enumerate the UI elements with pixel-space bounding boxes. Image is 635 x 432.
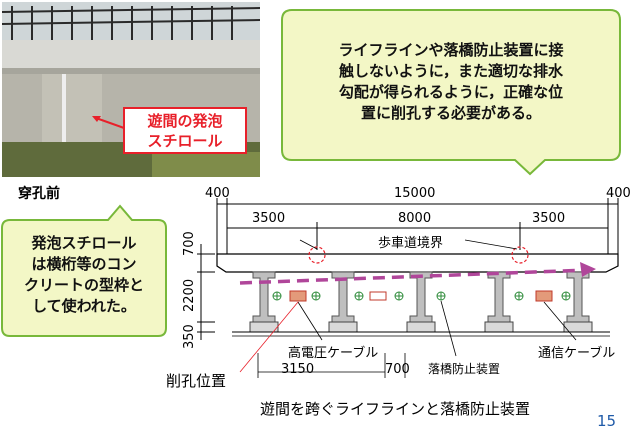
label-hv-cable: 高電圧ケーブル bbox=[288, 346, 379, 361]
drill-path-arrow bbox=[239, 268, 589, 285]
dim-3500-left: 3500 bbox=[252, 211, 286, 226]
dim-350-vertical: 350 bbox=[182, 324, 197, 349]
mid-cable-box bbox=[369, 291, 387, 301]
page-number: 15 bbox=[597, 412, 617, 430]
photo-label-line2: スチロール bbox=[147, 132, 223, 150]
bearings bbox=[249, 321, 593, 333]
dim-3500-right: 3500 bbox=[532, 211, 566, 226]
label-curb: 歩車道境界 bbox=[378, 236, 444, 251]
dim-700-vertical: 700 bbox=[182, 231, 197, 256]
callout-left-line: は横桁等のコン bbox=[31, 255, 137, 273]
label-drill-position: 削孔位置 bbox=[166, 372, 227, 390]
leader-lines bbox=[239, 239, 577, 378]
callout-left-line: して使われた。 bbox=[32, 297, 136, 315]
callout-top-line: 触しないように，また適切な排水 bbox=[339, 62, 563, 80]
label-fall-prevention: 落橋防止装置 bbox=[428, 362, 501, 376]
callout-left-shape bbox=[1, 204, 167, 337]
photo-label: 遊間の発泡 スチロール bbox=[123, 107, 247, 154]
callout-top-line: ライフラインや落橋防止装置に接 bbox=[338, 41, 564, 59]
curb-marker-left bbox=[308, 246, 326, 264]
dim-2200-vertical: 2200 bbox=[182, 278, 197, 312]
callout-top-line: 勾配が得られるように，正確な位 bbox=[338, 83, 564, 101]
callout-top-shape bbox=[281, 9, 621, 176]
callout-left-line: クリートの型枠と bbox=[23, 276, 144, 294]
dim-lines-top bbox=[216, 198, 619, 254]
hv-cable-box bbox=[289, 290, 307, 302]
dim-3150: 3150 bbox=[281, 362, 315, 377]
dim-400-right: 400 bbox=[606, 186, 631, 201]
photo-label-line1: 遊間の発泡 bbox=[147, 112, 223, 130]
diagram-title: 遊間を跨ぐライフラインと落橋防止装置 bbox=[260, 400, 531, 418]
dim-lines-vertical bbox=[197, 244, 215, 340]
dim-15000: 15000 bbox=[394, 186, 436, 201]
curb-marker-right bbox=[511, 246, 529, 264]
utility-markers bbox=[272, 291, 571, 301]
dim-400-left: 400 bbox=[205, 186, 230, 201]
label-comm-cable: 通信ケーブル bbox=[538, 346, 616, 361]
callout-left-text: 発泡スチロール は横桁等のコン クリートの型枠と して使われた。 bbox=[2, 233, 166, 317]
callout-top-text: ライフラインや落橋防止装置に接 触しないように，また適切な排水 勾配が得られるよ… bbox=[284, 40, 618, 124]
dim-8000: 8000 bbox=[398, 211, 432, 226]
comm-cable-box bbox=[535, 290, 553, 302]
callout-top-line: 置に削孔する必要がある。 bbox=[360, 104, 541, 122]
photo-caption: 穿孔前 bbox=[18, 186, 60, 202]
callout-left-line: 発泡スチロール bbox=[31, 234, 137, 252]
deck-slab bbox=[216, 253, 619, 273]
dim-700-bottom: 700 bbox=[385, 362, 410, 377]
